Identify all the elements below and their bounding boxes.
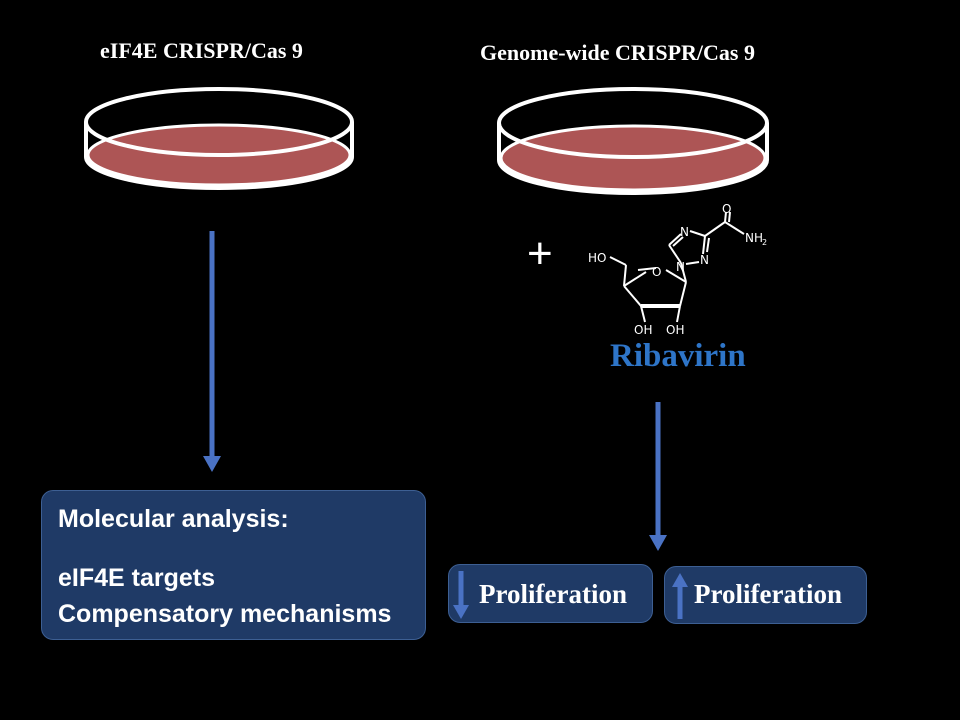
atom-carbonyl-o: O	[722, 202, 731, 216]
analysis-heading: Molecular analysis:	[58, 505, 289, 533]
arrow-down-left	[203, 231, 221, 472]
atom-nh: NH	[745, 231, 763, 245]
atom-n1: N	[680, 225, 689, 239]
right-experiment-title: Genome-wide CRISPR/Cas 9	[480, 40, 755, 65]
drug-name: Ribavirin	[610, 338, 746, 374]
atom-ring-oxygen: O	[652, 265, 661, 279]
petri-dish-right	[497, 87, 769, 195]
arrow-down-icon	[453, 571, 469, 619]
atom-oh-2: OH	[634, 323, 652, 337]
atom-ho: HO	[588, 251, 606, 265]
left-experiment-title: eIF4E CRISPR/Cas 9	[100, 38, 303, 63]
proliferation-decrease-box: Proliferation	[448, 564, 653, 623]
ribavirin-atom-labels: HO O N N N OH OH O NH 2	[588, 202, 767, 337]
analysis-line-mechanisms: Compensatory mechanisms	[58, 600, 392, 628]
arrow-up-icon	[672, 573, 688, 619]
proliferation-increase-box: Proliferation	[664, 566, 867, 624]
arrow-down-right	[649, 402, 667, 551]
ribavirin-structure	[609, 211, 745, 323]
proliferation-label: Proliferation	[694, 579, 842, 609]
petri-dish-left	[84, 87, 354, 190]
analysis-line-targets: eIF4E targets	[58, 564, 216, 592]
atom-n2: N	[700, 253, 709, 267]
atom-nh-sub: 2	[762, 238, 767, 247]
molecular-analysis-box: Molecular analysis: eIF4E targets Compen…	[41, 490, 426, 640]
atom-n3: N	[676, 260, 685, 274]
proliferation-label: Proliferation	[479, 579, 627, 609]
plus-symbol: +	[527, 229, 553, 278]
atom-oh-3: OH	[666, 323, 684, 337]
